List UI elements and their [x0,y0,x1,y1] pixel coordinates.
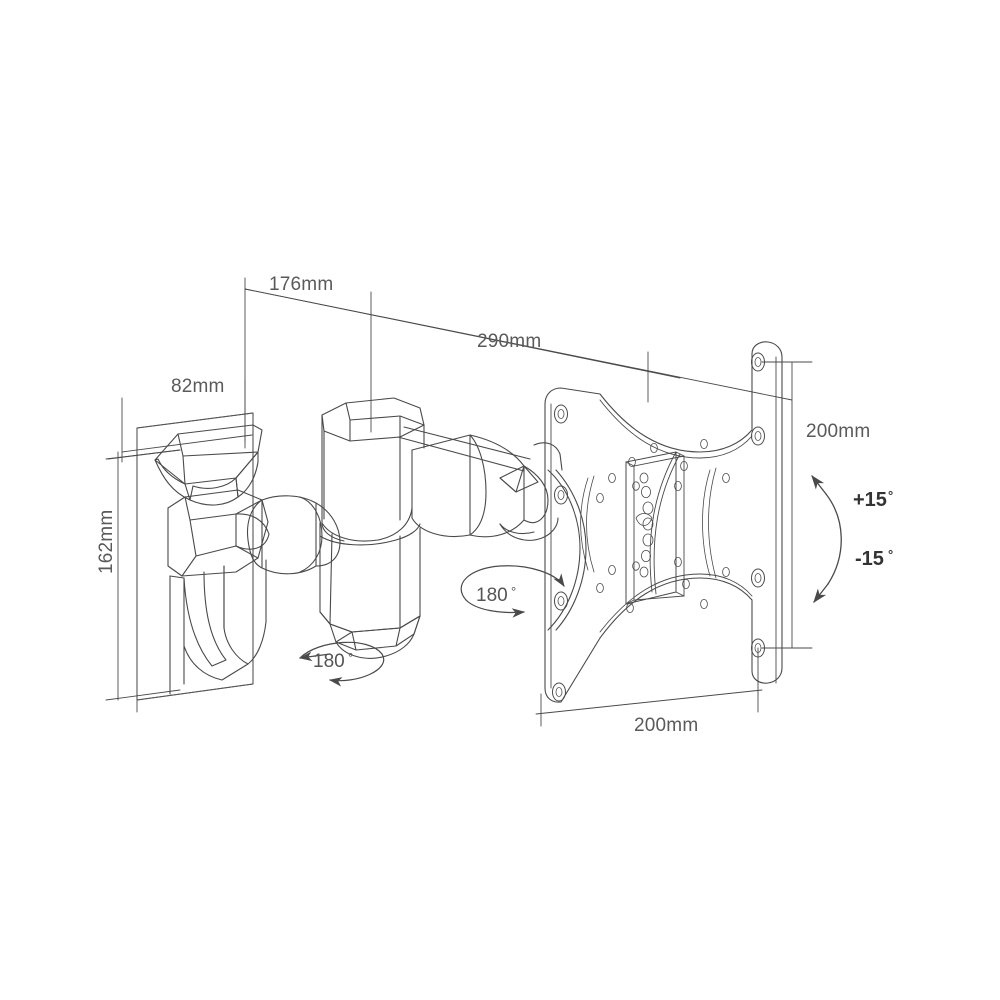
motion-label-tilt-up: +15 ° [853,488,893,511]
wall-surface [136,412,254,701]
dimension-290mm [244,288,793,403]
dimension-label-290mm: 290mm [477,331,541,352]
swivel-bracket [533,442,587,631]
degree-symbol-tilt-up: ° [888,488,893,503]
dimension-200mm-horizontal [535,647,763,727]
motion-value-tilt-down: -15 [855,548,884,570]
motion-value-180-arm: 180 [476,585,508,606]
motion-label-tilt-down: -15 ° [855,547,893,570]
dimension-176mm [244,277,681,449]
center-adapter-bracket [625,451,685,605]
rotation-arrow-180-arm [460,565,565,618]
lower-pivot-knuckle [246,495,341,575]
motion-label-180-arm: 180 ° [476,584,516,606]
dimension-label-200mm-horizontal: 200mm [634,715,698,736]
horizontal-extension-arm [397,426,559,541]
dimension-200mm-vertical [761,361,813,649]
dimension-label-82mm: 82mm [171,376,225,397]
vesa-display-plate [544,341,783,703]
dimension-label-176mm: 176mm [269,274,333,295]
motion-value-180-wall: 180 [313,651,345,672]
degree-symbol-tilt-down: ° [888,547,893,562]
dimension-162mm [105,449,181,713]
vertical-pivot-post [319,397,425,659]
motion-label-180-wall: 180 ° [313,650,353,672]
dimension-label-162mm: 162mm [96,510,117,574]
wall-mounting-plate [154,424,270,695]
degree-symbol-180-wall: ° [348,650,353,665]
dimension-label-200mm-vertical: 200mm [806,421,870,442]
degree-symbol-180-arm: ° [511,584,516,599]
rotation-arrow-180-wall [298,641,385,687]
motion-value-tilt-up: +15 [853,489,887,511]
tilt-arrow-plus-minus-15 [811,474,842,604]
